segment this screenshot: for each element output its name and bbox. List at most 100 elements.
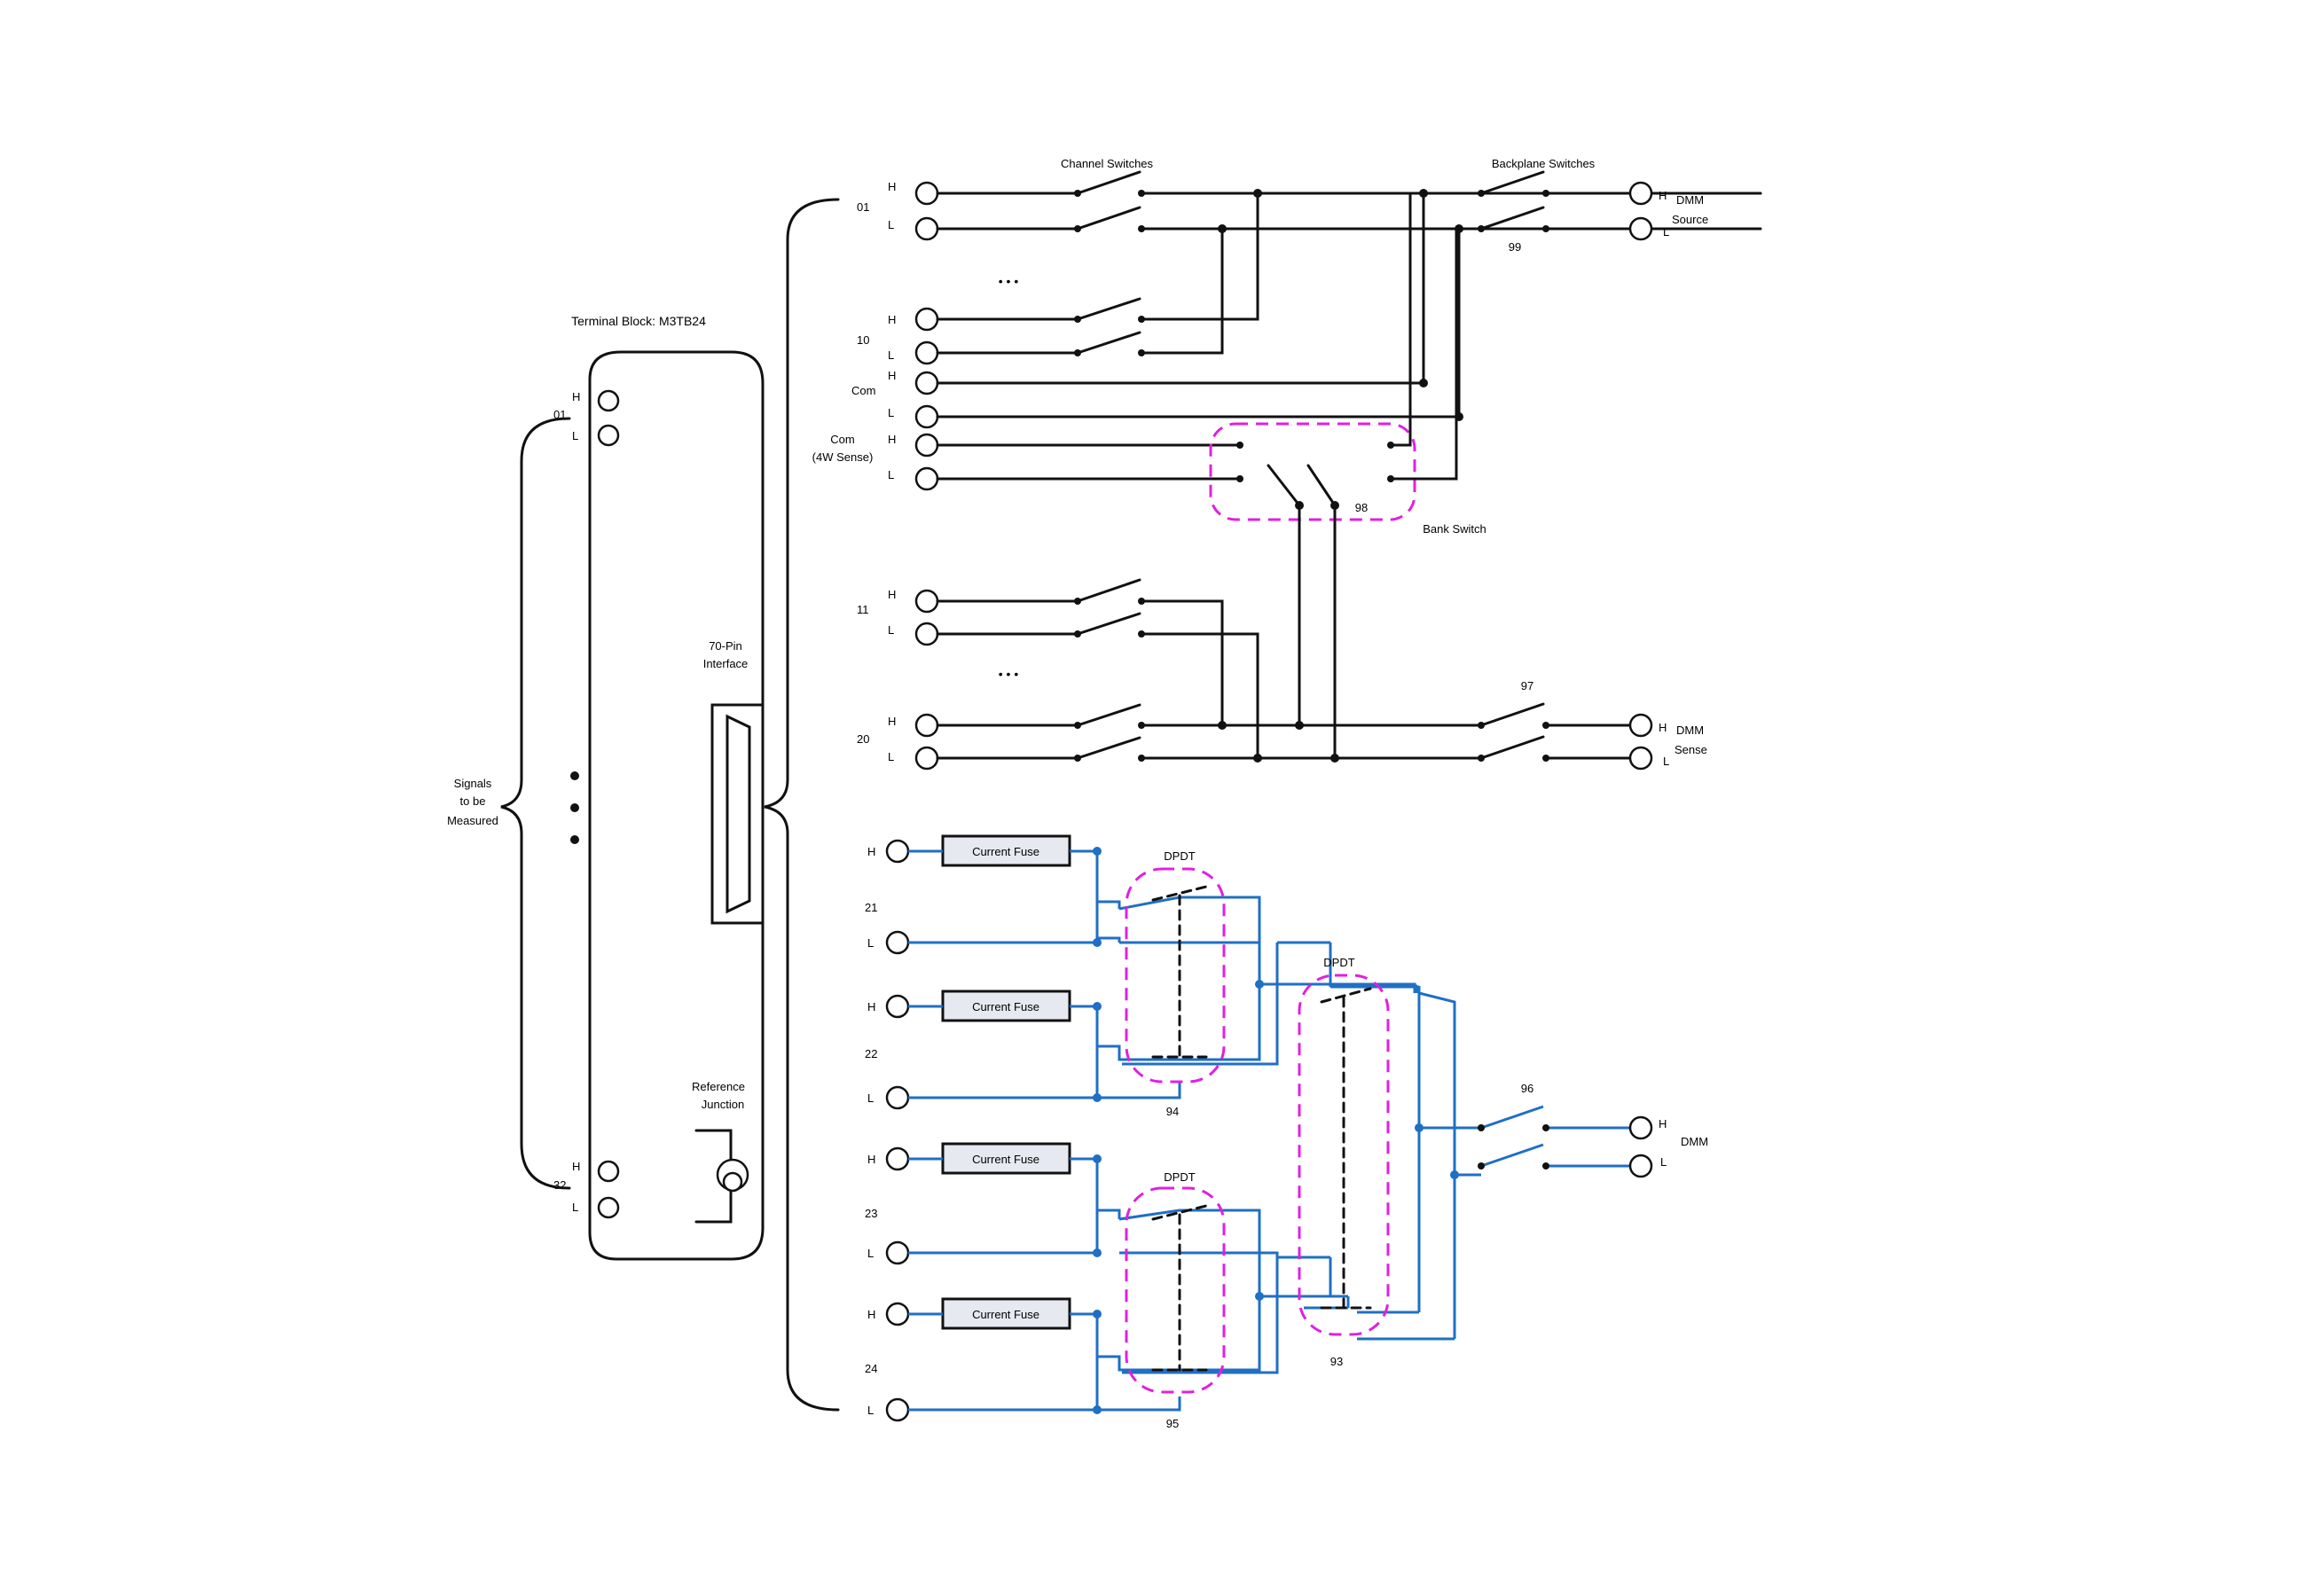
switch-contact	[1074, 225, 1081, 232]
com-l-terminal[interactable]	[914, 404, 939, 429]
switch-99-label: 99	[1509, 240, 1521, 254]
ch21-label: 21	[865, 901, 877, 914]
ch20-l-terminal[interactable]	[914, 746, 939, 771]
dmm-sense-wires	[1544, 724, 1632, 760]
blue-junction	[1450, 1170, 1459, 1179]
junction-dot	[1253, 189, 1262, 198]
switch-contact	[1138, 349, 1145, 356]
ch24-l-label: L	[867, 1404, 874, 1417]
tb-32-h-label: H	[572, 1160, 580, 1173]
signals-brace: Signals to be Measured	[447, 417, 571, 1190]
dmm-source-l-terminal[interactable]	[1628, 216, 1653, 241]
switch-contact	[1138, 630, 1145, 638]
tb-32-label: 32	[553, 1178, 566, 1192]
switch-93-label: 93	[1330, 1355, 1343, 1368]
com4w-l-terminal[interactable]	[914, 466, 939, 491]
upper-bank: Channel Switches Backplane Switches 01 H…	[812, 157, 1762, 491]
switch-contact	[1478, 722, 1485, 729]
tb-terminal-01-h[interactable]	[597, 389, 620, 412]
tb-terminal-01-l[interactable]	[597, 424, 620, 447]
switch-contact	[1478, 755, 1485, 762]
com-l-wire	[936, 227, 1461, 419]
bank-switch-98-l-out	[1389, 227, 1458, 481]
ch21-current-fuse	[941, 834, 1071, 867]
ch20-h-terminal[interactable]	[914, 713, 939, 738]
blue-junction	[1093, 1002, 1102, 1011]
current-bank: H Current Fuse 21 L H Current Fuse 22 L …	[865, 834, 1708, 1430]
signals-label-1: Signals	[454, 777, 492, 790]
ch01-l-terminal[interactable]	[914, 216, 939, 241]
dmm-l-label: L	[1660, 1155, 1667, 1169]
blue-junction	[1093, 1093, 1102, 1102]
ch11-l-terminal[interactable]	[914, 622, 939, 646]
terminal-block-title: Terminal Block: M3TB24	[571, 314, 706, 328]
ch11-h-wire	[936, 578, 1224, 727]
tb-terminal-32-l[interactable]	[597, 1196, 620, 1219]
ch22-h-terminal[interactable]	[885, 994, 910, 1019]
ch23-fuse-label: Current Fuse	[972, 1153, 1039, 1166]
bank-switch-label: Bank Switch	[1423, 522, 1486, 536]
com-h-label: H	[888, 369, 896, 382]
dmm-source-h-terminal[interactable]	[1628, 181, 1653, 206]
ch22-l-label: L	[867, 1091, 874, 1105]
bank-switch-98-blades	[1238, 443, 1337, 507]
switch-contact	[1074, 316, 1081, 323]
ch24-l-terminal[interactable]	[885, 1397, 910, 1422]
switch-contact	[1074, 630, 1081, 638]
interface-connector-outline	[710, 703, 765, 925]
interface-label-2: Interface	[703, 657, 749, 670]
dmm-l-terminal[interactable]	[1628, 1154, 1653, 1178]
ch24-h-terminal[interactable]	[885, 1302, 910, 1326]
ch24-current-fuse	[941, 1297, 1071, 1330]
dmm-h-terminal[interactable]	[1628, 1115, 1653, 1140]
com-h-terminal[interactable]	[914, 371, 939, 395]
interface-connector-pins	[726, 714, 751, 914]
ch24-label: 24	[865, 1362, 877, 1375]
channels-brace	[764, 198, 840, 1412]
switch-contact	[1478, 1124, 1485, 1131]
dmm-sense-l-label: L	[1663, 755, 1669, 768]
dmm-sense-l-terminal[interactable]	[1628, 746, 1653, 771]
com4w-h-terminal[interactable]	[914, 433, 939, 458]
ch21-l-terminal[interactable]	[885, 930, 910, 955]
ch22-h-label: H	[867, 1000, 875, 1013]
junction-dot	[1218, 721, 1227, 730]
dpdt-93-group	[1298, 974, 1390, 1336]
switch-contact	[1074, 190, 1081, 197]
dmm-sense-label-1: DMM	[1676, 724, 1704, 737]
ch23-h-terminal[interactable]	[885, 1146, 910, 1171]
com-h-wire	[936, 192, 1425, 385]
ch11-l-label: L	[888, 623, 894, 637]
junction-dot	[1419, 379, 1428, 387]
current-wiring	[908, 849, 1630, 1412]
dpdt-93-linkage	[1320, 987, 1372, 1310]
tb-ellipsis-dot	[570, 835, 579, 844]
blue-junction	[1255, 980, 1264, 989]
dmm-source-label-2: Source	[1672, 213, 1708, 226]
ch22-l-terminal[interactable]	[885, 1085, 910, 1110]
ch10-h-label: H	[888, 313, 896, 326]
blue-junction	[1415, 1123, 1424, 1132]
ch23-label: 23	[865, 1207, 877, 1220]
bank-switch-98: 98 Bank Switch	[1209, 192, 1486, 760]
switch-contact	[1074, 598, 1081, 605]
dpdt-94-group	[1125, 867, 1226, 1084]
ch01-h-terminal[interactable]	[914, 181, 939, 206]
switch-contact	[1074, 349, 1081, 356]
ch10-h-terminal[interactable]	[914, 307, 939, 332]
switch-contact	[1138, 225, 1145, 232]
ch23-l-terminal[interactable]	[885, 1240, 910, 1265]
ch22-fuse-label: Current Fuse	[972, 1000, 1039, 1013]
dmm-sense-h-terminal[interactable]	[1628, 713, 1653, 738]
tb-ellipsis-dot	[570, 771, 579, 780]
ch21-h-terminal[interactable]	[885, 839, 910, 864]
switch-97-blades	[1479, 702, 1545, 760]
switch-contact	[1542, 225, 1549, 232]
dmm-label: DMM	[1681, 1135, 1708, 1148]
ch01-label: 01	[857, 200, 869, 214]
dpdt-95-group	[1125, 1186, 1226, 1394]
switch-contact	[1074, 722, 1081, 729]
ch10-l-terminal[interactable]	[914, 340, 939, 365]
tb-terminal-32-h[interactable]	[597, 1160, 620, 1183]
ch11-h-terminal[interactable]	[914, 589, 939, 614]
